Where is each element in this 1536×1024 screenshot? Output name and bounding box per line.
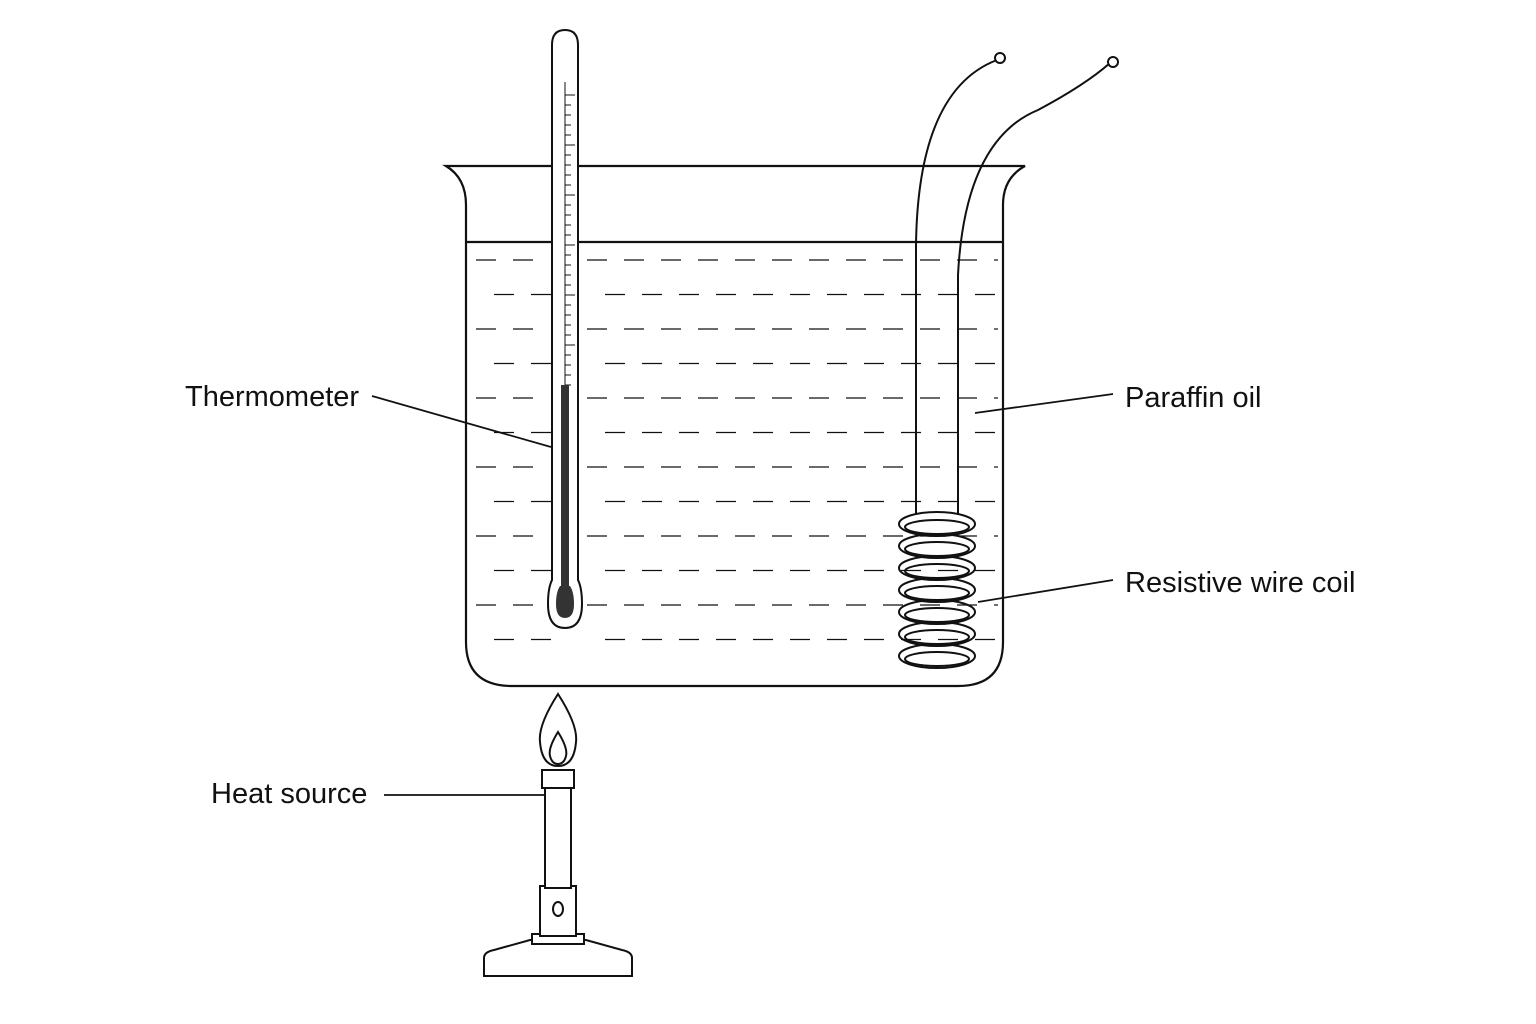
coil-loop-inner: [904, 651, 970, 667]
coil-loop-inner: [904, 541, 970, 557]
resistive-wire-coil: [898, 511, 976, 669]
coil-loop-inner: [904, 607, 970, 623]
thermometer-bulb: [556, 586, 574, 618]
paraffin-oil-leader: [974, 393, 1114, 414]
coil-leader: [977, 579, 1114, 603]
resistive-wire-coil-label: Resistive wire coil: [1125, 567, 1355, 599]
coil-loop: [898, 555, 976, 581]
coil-loop: [898, 577, 976, 603]
flame-inner: [548, 730, 568, 766]
thermometer-leader: [371, 395, 552, 448]
coil-loop: [898, 533, 976, 559]
burner-nozzle: [541, 769, 575, 789]
burner-base: [483, 939, 633, 977]
flame-outer: [538, 692, 578, 768]
label-leader-lines: [371, 393, 1114, 796]
heat-source-label: Heat source: [211, 778, 367, 810]
coil-loop: [898, 621, 976, 647]
thermometer-label: Thermometer: [185, 381, 359, 413]
thermometer-scale: [565, 94, 575, 386]
coil-loop-inner: [904, 629, 970, 645]
coil-loop: [898, 643, 976, 669]
thermometer-mercury-column: [561, 385, 569, 590]
paraffin-oil-label: Paraffin oil: [1125, 382, 1262, 414]
wire-terminal-2: [1107, 56, 1119, 68]
thermometer: [546, 28, 584, 630]
coil-lead-wires: [915, 59, 1111, 515]
burner-barrel: [544, 785, 572, 889]
wire-terminal-1: [994, 52, 1006, 64]
burner-air-hole: [552, 901, 564, 917]
coil-loop-inner: [904, 585, 970, 601]
bunsen-burner: [483, 692, 633, 977]
coil-loop: [898, 511, 976, 537]
coil-loop-inner: [904, 519, 970, 535]
coil-loop: [898, 599, 976, 625]
